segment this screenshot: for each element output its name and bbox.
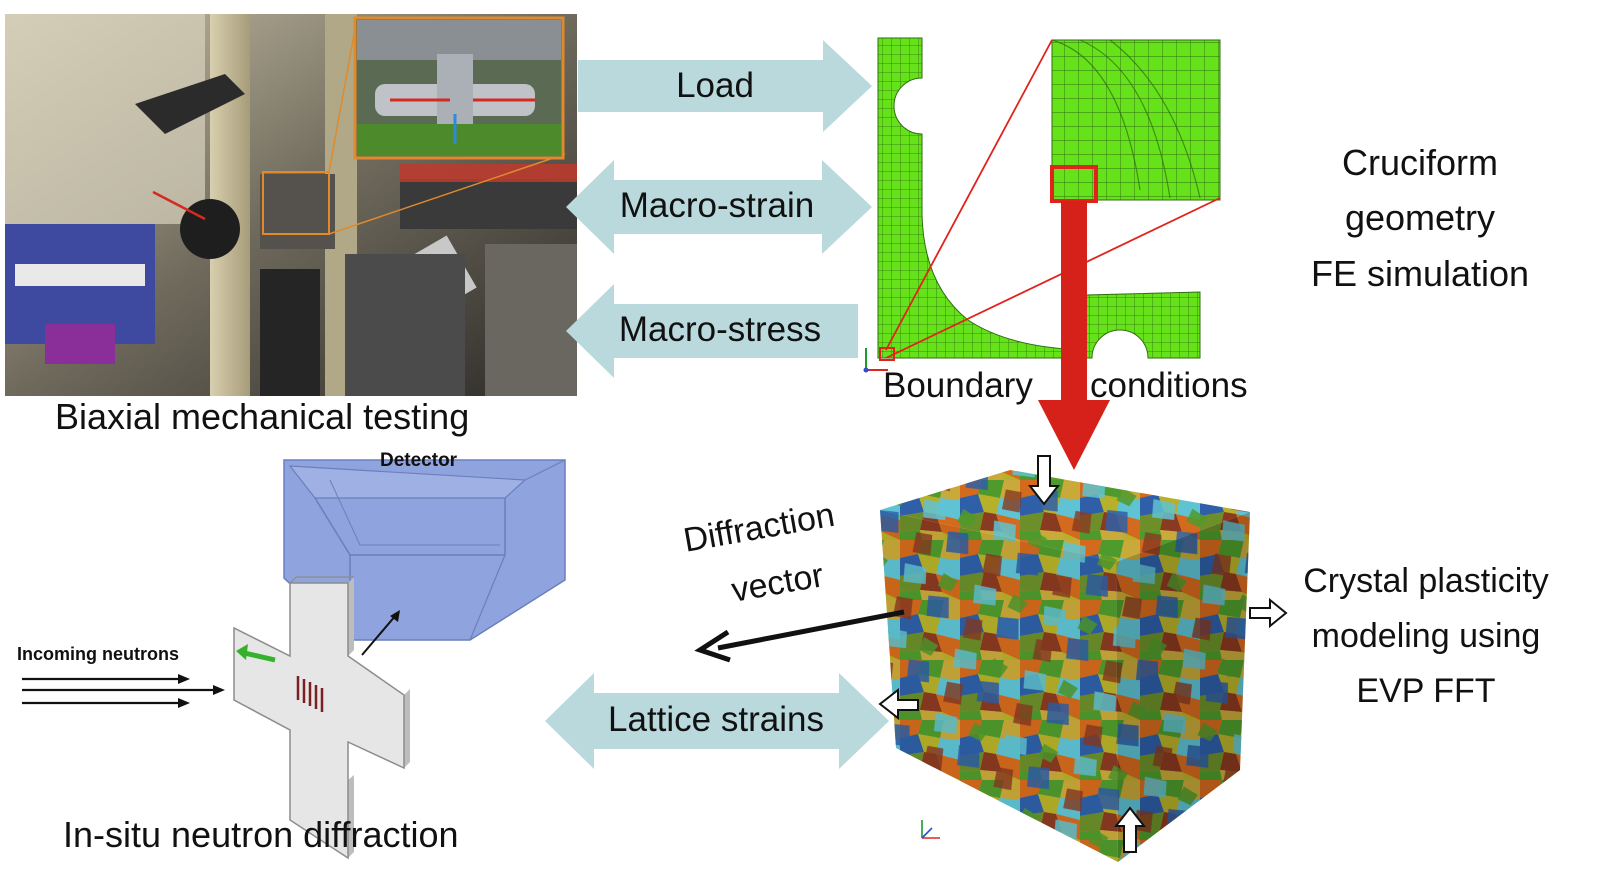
macro-stress-label: Macro-stress — [618, 310, 822, 349]
macro-stress-arrow — [566, 284, 858, 378]
testing-machine-photo — [5, 14, 577, 396]
cube-axis-triad — [921, 820, 940, 839]
macro-strain-label: Macro-strain — [619, 186, 815, 225]
load-arrow — [578, 40, 872, 132]
cruciform-label-3: FE simulation — [1310, 253, 1530, 294]
fe-mesh-quarter-cruciform — [863, 37, 1221, 373]
polycrystal-rve-cube — [880, 470, 1250, 862]
diffraction-vector-arrow — [694, 609, 905, 663]
conditions-label: conditions — [1090, 366, 1248, 405]
crystal-plasticity-label-2: modeling using — [1311, 617, 1541, 655]
macro-strain-arrow — [566, 160, 872, 254]
cruciform-specimen — [233, 576, 410, 860]
in-situ-label: In-situ neutron diffraction — [63, 814, 459, 855]
neutron-detector-box — [283, 459, 566, 641]
testing-machine-drawing — [5, 14, 577, 396]
mesh-zoom-inset — [1051, 39, 1221, 201]
lattice-strains-label: Lattice strains — [608, 700, 824, 739]
incoming-neutron-beams — [22, 674, 225, 708]
incoming-neutrons-label: Incoming neutrons — [17, 644, 179, 664]
rve-link-arrow — [1038, 201, 1110, 470]
detector-label: Detector — [380, 450, 458, 471]
biaxial-testing-label: Biaxial mechanical testing — [55, 396, 470, 437]
lattice-strains-arrow — [545, 673, 889, 769]
cube-load-arrows — [878, 455, 1288, 853]
cruciform-label-1: Cruciform — [1341, 142, 1498, 183]
load-label: Load — [676, 66, 754, 105]
crystal-plasticity-label-1: Crystal plasticity — [1303, 562, 1549, 600]
crystal-plasticity-label-3: EVP FFT — [1356, 672, 1496, 710]
boundary-label: Boundary — [883, 366, 1033, 405]
cruciform-label-2: geometry — [1344, 197, 1496, 238]
